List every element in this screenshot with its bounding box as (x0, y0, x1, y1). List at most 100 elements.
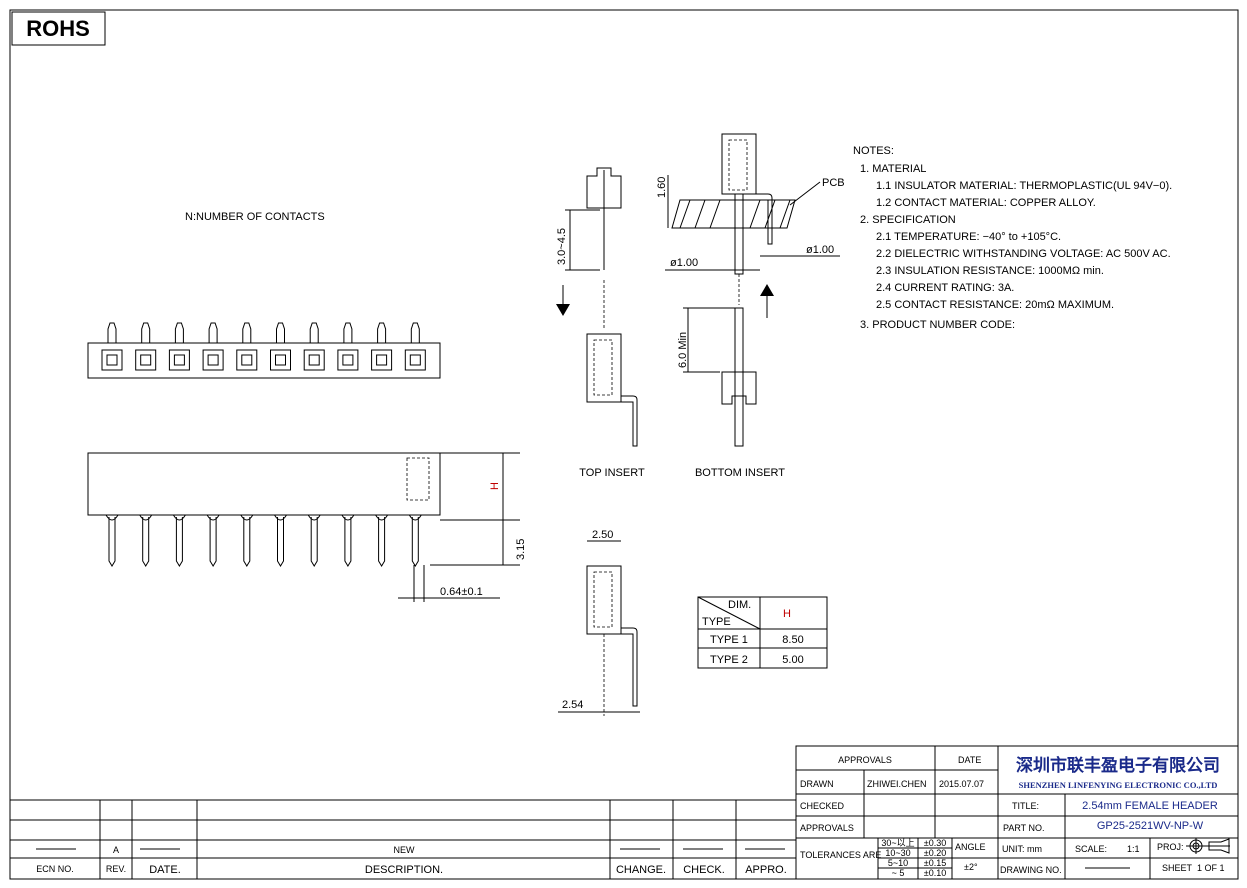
drawn-label: DRAWN (800, 779, 834, 789)
dim-phi1: ø1.00 (670, 257, 698, 269)
arrow-up-icon (760, 284, 774, 296)
contact-side (307, 514, 321, 567)
type-table: DIM. TYPE H TYPE 1 8.50 TYPE 2 5.00 (697, 596, 828, 669)
dim-phi2: ø1.00 (806, 244, 834, 256)
contact-front (202, 322, 224, 371)
dim-160: 1.60 (656, 177, 668, 198)
type-row-1-h: 8.50 (782, 634, 803, 646)
contact-side (240, 514, 254, 567)
contact-front (101, 322, 123, 371)
contact-side (274, 514, 287, 567)
contact-side (206, 514, 220, 567)
title-block: APPROVALS DATE DRAWN ZHIWEI.CHEN 2015.07… (795, 745, 1239, 880)
front-view (87, 322, 441, 379)
approvals-label: APPROVALS (800, 823, 854, 833)
drawing-no-label: DRAWING NO. (1000, 865, 1062, 875)
ecn-no-header: ECN NO. (36, 864, 74, 874)
notes: NOTES: 1. MATERIAL 1.1 INSULATOR MATERIAL… (853, 145, 1172, 331)
contact-front (303, 322, 325, 371)
date-label: DATE (958, 755, 981, 765)
description-header: DESCRIPTION. (365, 864, 443, 876)
contact-front (270, 322, 291, 371)
proj-label: PROJ: (1157, 842, 1184, 852)
note-line: 1. MATERIAL (860, 163, 926, 175)
note-line: 2.2 DIELECTRIC WITHSTANDING VOLTAGE: AC … (876, 248, 1171, 260)
tol-value: ±0.15 (924, 858, 946, 868)
drawing-border (9, 9, 1239, 880)
scale-label: SCALE: (1075, 844, 1107, 854)
rohs-box (11, 11, 106, 46)
top-insert-view: 3.0~4.5 TOP INSERT (556, 128, 645, 479)
revision-table: A NEW ECN NO. REV. DATE. DESCRIPTION. CH… (10, 799, 796, 879)
detail-view: 2.50 2.54 (558, 529, 640, 716)
tol-value: ±0.20 (924, 848, 946, 858)
n-label: N:NUMBER OF CONTACTS (185, 211, 325, 223)
dim-254: 2.54 (562, 699, 583, 711)
dim-315: 3.15 (515, 539, 527, 560)
notes-title: NOTES: (853, 145, 894, 157)
contact-front (371, 322, 393, 371)
tol-range: ~ 5 (892, 868, 905, 878)
contact-front (236, 322, 258, 371)
contact-side (172, 514, 186, 567)
contact-side (408, 514, 422, 567)
contact-front (404, 322, 426, 371)
tol-range: 30~以上 (881, 838, 914, 848)
sheet-label: SHEET (1162, 863, 1193, 873)
side-view: H 3.15 0.64±0.1 (87, 452, 527, 602)
tol-range: 10~30 (885, 848, 910, 858)
appro-header: APPRO. (745, 864, 787, 876)
title-value: 2.54mm FEMALE HEADER (1082, 800, 1218, 812)
dim-250: 2.50 (592, 529, 613, 541)
date-header: DATE. (149, 864, 181, 876)
checked-label: CHECKED (800, 801, 845, 811)
company-name-en: SHENZHEN LINFENYING ELECTRONIC CO.,LTD (1019, 780, 1218, 790)
type-row-2-h: 5.00 (782, 654, 803, 666)
check-header: CHECK. (683, 864, 725, 876)
desc-value: NEW (394, 845, 416, 855)
rev-header: REV. (106, 864, 126, 874)
dim-30-45: 3.0~4.5 (556, 228, 568, 265)
contact-front (168, 322, 190, 371)
contact-front (337, 322, 359, 371)
type-table-dim: DIM. (728, 599, 751, 611)
note-line: 1.1 INSULATOR MATERIAL: THERMOPLASTIC(UL… (876, 180, 1172, 192)
dim-h: H (489, 482, 501, 490)
note-line: 2. SPECIFICATION (860, 214, 956, 226)
top-insert-label: TOP INSERT (579, 467, 645, 479)
rohs-label: ROHS (26, 16, 90, 41)
approvals-header: APPROVALS (838, 755, 892, 765)
bottom-insert-view: PCB 1.60 ø1.00 ø1.00 6.0 Min BOTTOM INSE… (656, 133, 845, 479)
company-name-cn: 深圳市联丰盈电子有限公司 (1016, 755, 1220, 775)
contact-side (139, 514, 153, 567)
tolerances-label: TOLERANCES ARE (800, 850, 881, 860)
angle-value: ±2° (964, 862, 978, 872)
note-line: 1.2 CONTACT MATERIAL: COPPER ALLOY. (876, 197, 1096, 209)
dim-60min: 6.0 Min (677, 332, 689, 368)
bottom-insert-label: BOTTOM INSERT (695, 467, 785, 479)
note-line: 3. PRODUCT NUMBER CODE: (860, 319, 1015, 331)
tol-value: ±0.10 (924, 868, 946, 878)
tol-range: 5~10 (888, 858, 908, 868)
type-row-2: TYPE 2 (710, 654, 748, 666)
note-line: 2.1 TEMPERATURE: −40° to +105°C. (876, 231, 1061, 243)
note-line: 2.4 CURRENT RATING: 3A. (876, 282, 1014, 294)
note-line: 2.3 INSULATION RESISTANCE: 1000MΩ min. (876, 265, 1104, 277)
pcb-label: PCB (822, 177, 845, 189)
sheet-value: 1 OF 1 (1197, 863, 1225, 873)
part-no-label: PART NO. (1003, 823, 1045, 833)
angle-label: ANGLE (955, 842, 986, 852)
unit-label: UNIT: mm (1002, 844, 1042, 854)
contact-front (135, 322, 157, 371)
tol-value: ±0.30 (924, 838, 946, 848)
rev-value: A (113, 845, 119, 855)
type-table-h: H (783, 608, 791, 620)
arrow-down-icon (556, 304, 570, 316)
scale-value: 1:1 (1127, 844, 1140, 854)
contact-side (105, 514, 119, 567)
contact-side (341, 514, 355, 567)
part-no-value: GP25-2521WV-NP-W (1097, 820, 1204, 832)
note-line: 2.5 CONTACT RESISTANCE: 20mΩ MAXIMUM. (876, 299, 1114, 311)
title-label: TITLE: (1012, 801, 1039, 811)
